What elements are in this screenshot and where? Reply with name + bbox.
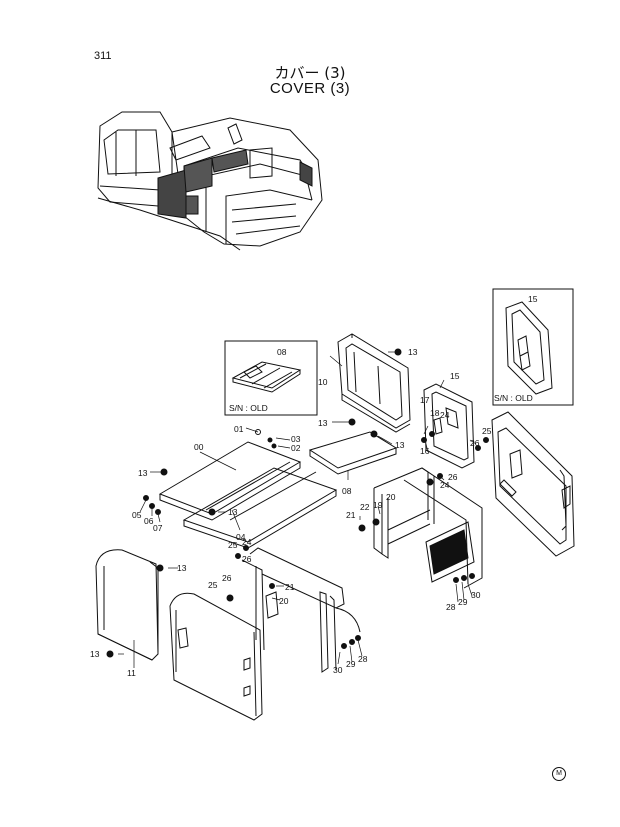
callout-25-a: 25	[482, 426, 492, 436]
machine-overview-illustration	[97, 111, 323, 251]
callout-13-g: 13	[90, 649, 100, 659]
callout-06: 06	[144, 516, 154, 526]
callout-21-a: 21	[346, 510, 356, 520]
callout-10: 10	[318, 377, 328, 387]
callout-01: 01	[234, 424, 244, 434]
part-15-cover	[423, 383, 475, 469]
callout-05: 05	[132, 510, 142, 520]
callout-30-a: 30	[471, 590, 481, 600]
callout-28-b: 28	[358, 654, 368, 664]
callout-20-a: 20	[386, 492, 396, 502]
right-side-door	[491, 411, 575, 557]
callout-25-c: 25	[208, 580, 218, 590]
callout-24-a: 24	[440, 410, 450, 420]
callout-16: 16	[420, 446, 430, 456]
leader-lines	[118, 351, 477, 668]
inset-right-note: S/N : OLD	[494, 393, 533, 403]
callout-28-a: 28	[446, 602, 456, 612]
part-10-cover-frame	[337, 333, 411, 433]
page-title: COVER (3)	[269, 80, 351, 97]
callout-20-b: 20	[279, 596, 289, 606]
callout-07: 07	[153, 523, 163, 533]
callout-13-c: 13	[408, 347, 418, 357]
inset-right-part-label: 15	[528, 294, 538, 304]
lower-main-door	[169, 592, 263, 721]
callout-02: 02	[291, 443, 301, 453]
part-08-plate	[308, 431, 398, 475]
callout-21-b: 21	[285, 582, 295, 592]
part-20-frame	[373, 467, 483, 589]
callout-17: 17	[420, 395, 430, 405]
callout-13-e: 13	[395, 440, 405, 450]
callout-13-a: 13	[138, 468, 148, 478]
callout-13-b: 13	[228, 507, 238, 517]
callout-19: 19	[373, 500, 383, 510]
page-title-japanese: カバー (3)	[274, 64, 346, 82]
callout-13-f: 13	[177, 563, 187, 573]
callout-22: 22	[360, 502, 370, 512]
callout-13-d: 13	[318, 418, 328, 428]
part-00-floor-plate	[158, 441, 338, 549]
callout-03: 03	[291, 434, 301, 444]
callout-00: 00	[194, 442, 204, 452]
callout-24-c: 24	[242, 537, 252, 547]
callout-04: 04	[236, 532, 246, 542]
callout-30-b: 30	[333, 665, 343, 675]
inset-box-part-08	[224, 340, 318, 416]
callout-08: 08	[342, 486, 352, 496]
callout-26-d: 26	[222, 573, 232, 583]
callout-24-b: 24	[440, 480, 450, 490]
inset-left-part-label: 08	[277, 347, 287, 357]
part-11-side-panel	[95, 549, 159, 661]
callout-26-b: 26	[448, 472, 458, 482]
fastener-hardware	[106, 348, 489, 658]
callout-11: 11	[127, 668, 136, 678]
callout-25-b: 25	[228, 540, 238, 550]
callout-29-b: 29	[346, 659, 356, 669]
page-number: 311	[94, 50, 112, 62]
callout-26-a: 26	[470, 438, 480, 448]
lower-frame-pillar	[241, 547, 361, 673]
manual-mark-icon: M	[552, 767, 566, 781]
inset-box-part-15	[492, 288, 574, 406]
callout-26-c: 26	[242, 554, 252, 564]
callout-29-a: 29	[458, 597, 468, 607]
callout-18: 18	[430, 408, 440, 418]
inset-left-note: S/N : OLD	[229, 403, 268, 413]
callout-15: 15	[450, 371, 460, 381]
